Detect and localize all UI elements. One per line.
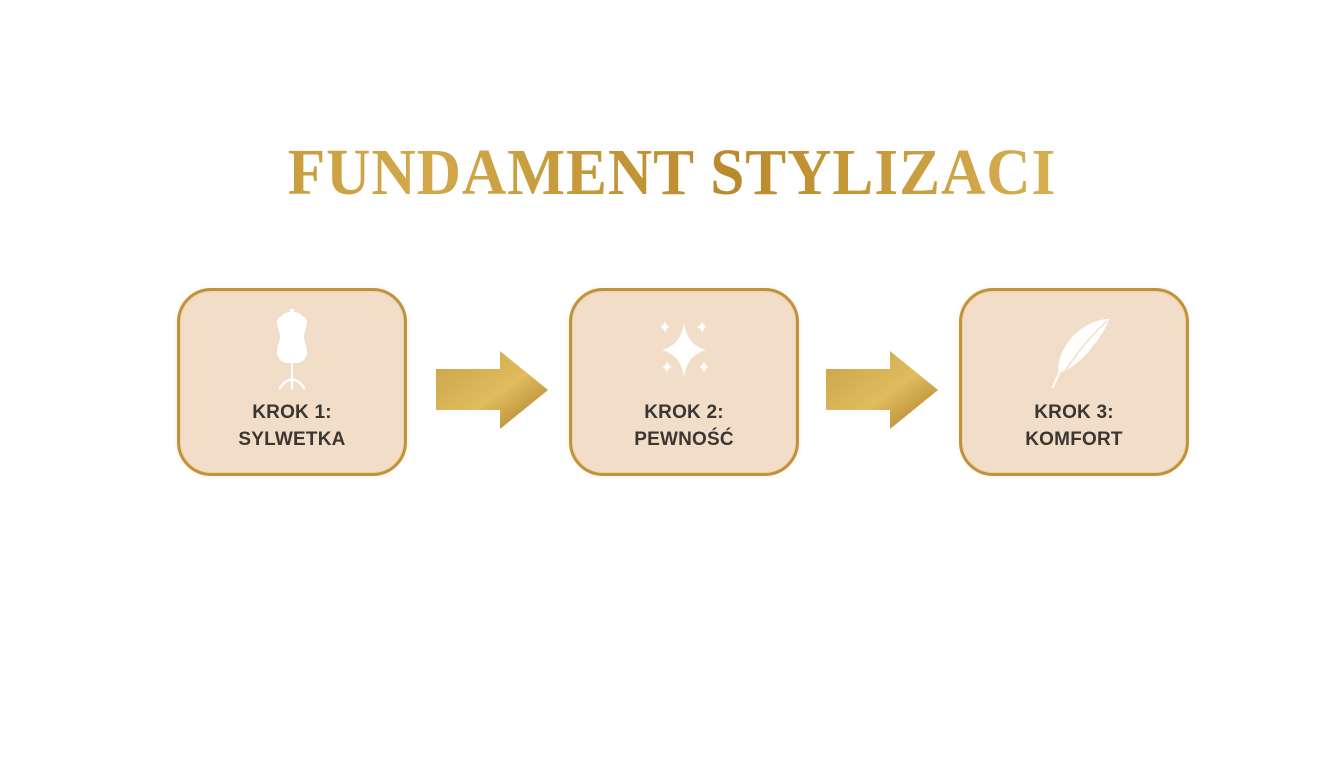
step-label-1: KROK 1: SYLWETKA (180, 399, 404, 453)
page-title: FUNDAMENT STYLIZACI (47, 128, 1297, 218)
arrow-right-icon (436, 351, 548, 429)
sparkles-icon (660, 321, 709, 377)
step-box-3: KROK 3: KOMFORT (959, 288, 1189, 476)
step-number: KROK 3: (1034, 402, 1114, 423)
feather-icon (1052, 319, 1109, 388)
step-title: PEWNOŚĆ (634, 429, 734, 450)
step-number: KROK 2: (644, 402, 724, 423)
step-title: SYLWETKA (238, 429, 346, 450)
step-label-2: KROK 2: PEWNOŚĆ (572, 399, 796, 453)
step-title: KOMFORT (1025, 429, 1123, 450)
dress-form-icon (277, 309, 307, 390)
arrow-right-icon (826, 351, 938, 429)
step-number: KROK 1: (252, 402, 332, 423)
step-box-1: KROK 1: SYLWETKA (177, 288, 407, 476)
step-box-2: KROK 2: PEWNOŚĆ (569, 288, 799, 476)
step-label-3: KROK 3: KOMFORT (962, 399, 1186, 453)
